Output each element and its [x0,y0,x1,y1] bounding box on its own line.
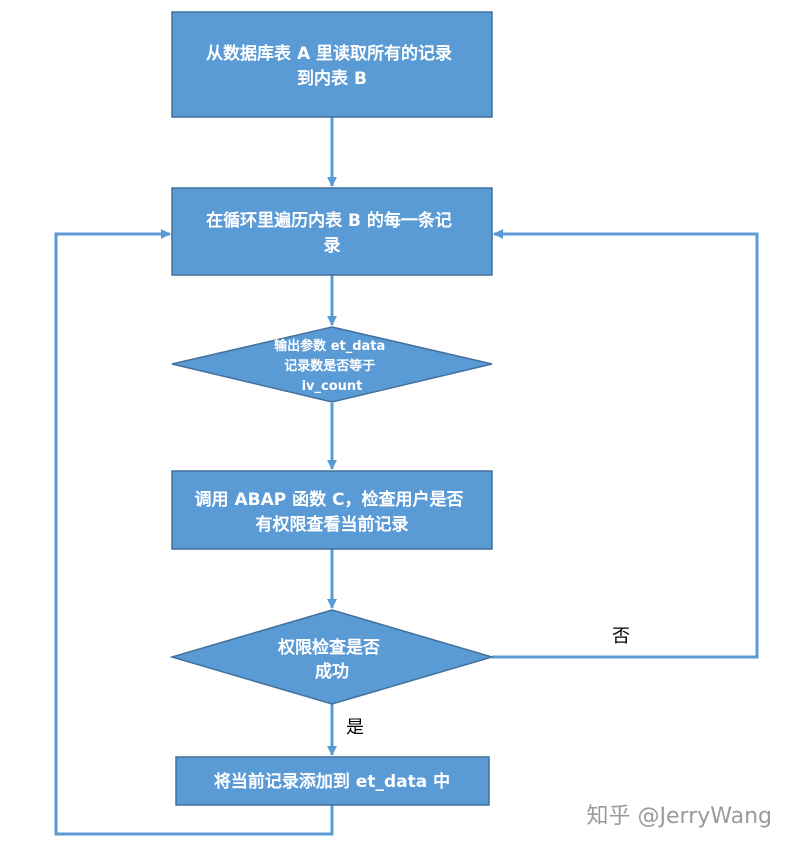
node-call-abap-box [171,470,493,550]
node-loop-table-line-1: 在循环里遍历内表 B 的每一条记 [206,210,452,231]
watermark-text: 知乎 @JerryWang [587,804,772,829]
node-read-records-text: 从数据库表 A 里读取所有的记录 到内表 B [206,43,458,89]
node-call-abap-line-2: 有权限查看当前记录 [256,514,409,535]
node-read-records-line-2: 到内表 B [297,68,367,89]
node-check-count-text: 输出参数 et_data 记录数是否等于 iv_count [274,338,390,394]
node-auth-check-line-2: 成功 [315,661,349,682]
edge-add-to-loop [54,229,334,836]
node-auth-check: 权限检查是否 成功 [169,609,495,705]
node-call-abap: 调用 ABAP 函数 C，检查用户是否 有权限查看当前记录 [171,470,493,550]
node-loop-table-box [171,187,493,276]
edges [54,117,759,836]
node-auth-check-diamond [169,609,495,705]
node-read-records-box [171,11,493,118]
edge-label-no: 否 [612,626,630,647]
node-loop-table: 在循环里遍历内表 B 的每一条记 录 [171,187,493,276]
node-loop-table-text: 在循环里遍历内表 B 的每一条记 录 [206,210,458,256]
node-auth-check-line-1: 权限检查是否 [277,637,380,658]
node-loop-table-line-2: 录 [324,236,341,256]
node-check-count-line-2: 记录数是否等于 [284,358,375,374]
node-read-records: 从数据库表 A 里读取所有的记录 到内表 B [171,11,493,118]
node-check-count: 输出参数 et_data 记录数是否等于 iv_count [171,326,493,403]
node-call-abap-text: 调用 ABAP 函数 C，检查用户是否 有权限查看当前记录 [195,489,470,535]
node-check-count-line-1: 输出参数 et_data [274,338,385,354]
edge-auth-no-to-loop [492,229,759,659]
node-add-record-box [175,756,490,806]
node-read-records-line-1: 从数据库表 A 里读取所有的记录 [206,43,452,64]
node-add-record-line-1: 将当前记录添加到 et_data 中 [214,771,450,792]
edge-label-yes: 是 [346,717,364,738]
node-add-record: 将当前记录添加到 et_data 中 [175,756,490,806]
node-auth-check-text: 权限检查是否 成功 [277,637,386,682]
node-add-record-text: 将当前记录添加到 et_data 中 [214,771,450,792]
node-call-abap-line-1: 调用 ABAP 函数 C，检查用户是否 [195,489,464,510]
node-check-count-line-3: iv_count [302,379,363,394]
node-check-count-diamond [171,326,493,403]
